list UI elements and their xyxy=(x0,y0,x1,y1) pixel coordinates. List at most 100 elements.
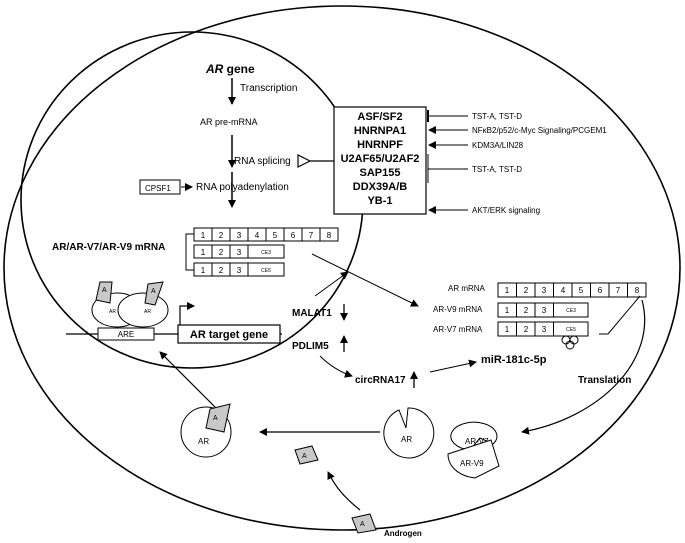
svg-text:1: 1 xyxy=(201,266,206,275)
factor-yb1: YB-1 xyxy=(367,195,392,207)
svg-text:8: 8 xyxy=(635,286,640,295)
svg-text:3: 3 xyxy=(237,248,242,257)
splicing-factor-list: ASF/SF2 HNRNPA1 HNRNPF U2AF65/U2AF2 SAP1… xyxy=(341,111,420,207)
yb1-regulator: AKT/ERK signaling xyxy=(472,206,540,215)
svg-text:AR: AR xyxy=(109,309,116,315)
svg-text:2: 2 xyxy=(219,231,224,240)
svg-text:1: 1 xyxy=(505,306,510,315)
mirna-binding-loop xyxy=(561,335,579,350)
splicing-label: RNA splicing xyxy=(234,156,291,167)
svg-text:CE5: CE5 xyxy=(261,268,271,274)
mir-181c-label: miR-181c-5p xyxy=(481,354,547,366)
svg-text:7: 7 xyxy=(309,231,314,240)
cpsf1-box xyxy=(139,179,181,195)
splicing-factor-box xyxy=(333,106,427,215)
svg-text:1: 1 xyxy=(201,231,206,240)
ar-target-gene-label: AR target gene xyxy=(190,329,268,341)
svg-text:2: 2 xyxy=(524,286,529,295)
pdlim5-to-circrna-arrow xyxy=(319,355,353,378)
translation-bracket xyxy=(599,295,641,335)
transcription-start-arrow xyxy=(179,302,195,325)
cyto-v7-mrna-label: AR-V7 mRNA xyxy=(433,325,483,334)
malat1-to-mrna-arrow xyxy=(314,271,349,297)
polyadenylation-label: RNA polyadenylation xyxy=(196,182,289,193)
svg-text:1: 1 xyxy=(505,325,510,334)
cell-membrane xyxy=(3,5,681,531)
svg-text:3: 3 xyxy=(237,231,242,240)
svg-text:2: 2 xyxy=(219,248,224,257)
nuclear-mrna-label: AR/AR-V7/AR-V9 mRNA xyxy=(52,242,165,253)
ar-v9-protein: AR-V9 xyxy=(447,439,500,479)
svg-text:6: 6 xyxy=(598,286,603,295)
translation-arrow xyxy=(521,299,646,435)
svg-text:6: 6 xyxy=(291,231,296,240)
u2af-regulator: TST-A, TST-D xyxy=(472,165,522,174)
svg-text:5: 5 xyxy=(273,231,278,240)
factor-ddx39: DDX39A/B xyxy=(353,181,407,193)
svg-text:8: 8 xyxy=(327,231,332,240)
svg-text:4: 4 xyxy=(255,231,260,240)
androgen-intracellular: A xyxy=(294,445,319,465)
hnrnpf-regulator: KDM3A/LIN28 xyxy=(472,141,524,150)
svg-text:2: 2 xyxy=(219,266,224,275)
are-label: ARE xyxy=(118,330,134,339)
ar-gene-title: AR gene xyxy=(205,62,255,76)
cyto-v7-mrna: 1 2 3 CE5 xyxy=(497,321,589,337)
androgen-label: Androgen xyxy=(384,529,422,538)
svg-text:AR-V9: AR-V9 xyxy=(460,459,484,468)
cyto-ar-mrna-label: AR mRNA xyxy=(448,284,486,293)
svg-text:AR: AR xyxy=(198,437,209,446)
cyto-ar-mrna: 1 2 3 4 5 6 7 8 xyxy=(497,282,647,298)
svg-text:7: 7 xyxy=(616,286,621,295)
factor-hnrnpa1: HNRNPA1 xyxy=(354,125,406,137)
svg-text:AR: AR xyxy=(401,435,412,444)
svg-text:AR: AR xyxy=(144,309,151,315)
cpsf1-label: CPSF1 xyxy=(145,184,171,193)
svg-text:AR-V7: AR-V7 xyxy=(465,437,489,446)
svg-text:A: A xyxy=(213,415,218,422)
svg-text:5: 5 xyxy=(579,286,584,295)
ar-dimer: AR AR A A xyxy=(91,281,169,328)
circrna-to-mir-arrow xyxy=(429,359,477,373)
cyto-v9-mrna-label: AR-V9 mRNA xyxy=(433,305,483,314)
svg-text:4: 4 xyxy=(561,286,566,295)
svg-text:A: A xyxy=(102,287,107,294)
svg-text:1: 1 xyxy=(505,286,510,295)
nuclear-ar-mrna: 1 2 3 4 5 6 7 8 xyxy=(193,227,339,242)
nuclear-v7-mrna: 1 2 3 CE5 xyxy=(193,262,285,277)
svg-text:3: 3 xyxy=(542,286,547,295)
transcription-label: Transcription xyxy=(240,83,297,94)
svg-text:1: 1 xyxy=(201,248,206,257)
pre-mrna-label: AR pre-mRNA xyxy=(200,117,258,127)
asf-regulator: TST-A, TST-D xyxy=(472,112,522,121)
svg-text:2: 2 xyxy=(524,325,529,334)
androgen-entry-arrow xyxy=(327,471,361,511)
factor-sap155: SAP155 xyxy=(360,167,401,179)
svg-text:CE3: CE3 xyxy=(566,308,576,314)
svg-text:3: 3 xyxy=(237,266,242,275)
svg-text:A: A xyxy=(151,288,156,295)
are-box xyxy=(97,327,155,341)
hnrnpa1-regulator: NFκB2/p52/c-Myc Signaling/PCGEM1 xyxy=(472,126,607,135)
svg-text:CE3: CE3 xyxy=(261,250,271,256)
svg-text:3: 3 xyxy=(542,325,547,334)
factor-u2af65: U2AF65/U2AF2 xyxy=(341,153,420,165)
svg-text:A: A xyxy=(360,521,365,528)
pdlim5-label: PDLIM5 xyxy=(292,341,329,352)
ar-nuclear-entry-arrow xyxy=(159,351,217,409)
ar-androgen-complex: AR A xyxy=(180,403,232,458)
nuclear-mrna-bracket xyxy=(185,233,194,271)
svg-text:3: 3 xyxy=(542,306,547,315)
factor-hnrnpf: HNRNPF xyxy=(357,139,403,151)
ar-v7-protein: AR-V7 xyxy=(450,421,498,451)
ar-free: AR xyxy=(383,407,435,459)
svg-text:CE5: CE5 xyxy=(566,327,576,333)
factor-asf-sf2: ASF/SF2 xyxy=(357,111,402,123)
androgen-molecule: A xyxy=(351,513,377,534)
cyto-v9-mrna: 1 2 3 CE3 xyxy=(497,302,589,318)
export-arrow xyxy=(311,253,419,307)
malat1-label: MALAT1 xyxy=(292,308,332,319)
nuclear-v9-mrna: 1 2 3 CE3 xyxy=(193,244,285,259)
